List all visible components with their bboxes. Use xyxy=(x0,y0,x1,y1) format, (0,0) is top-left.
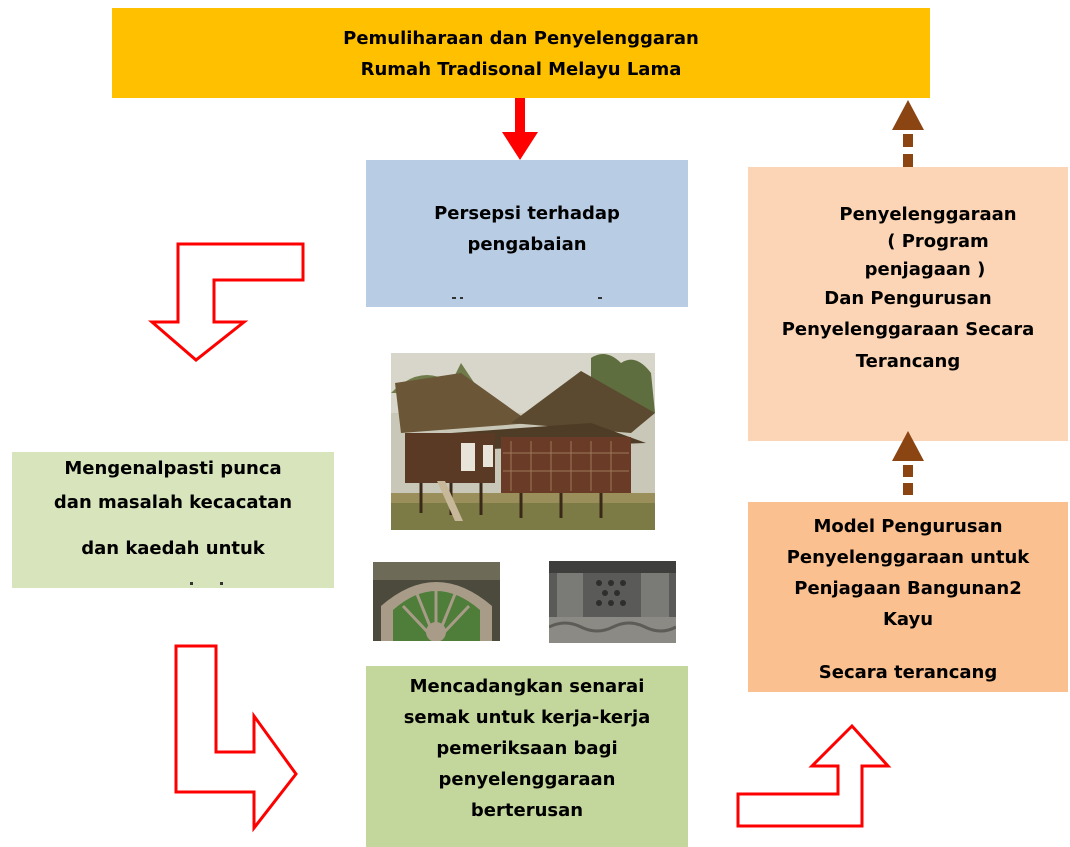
penyel-line-2: ( Program xyxy=(887,231,989,253)
model-line-3: Penjagaan Bangunan2 xyxy=(794,577,1022,599)
model-line-2: Penyelenggaraan untuk xyxy=(786,546,1030,568)
carving-photo-right xyxy=(549,561,676,643)
brown-dashed-up-arrow-bottom xyxy=(892,431,924,495)
model-box: Model Pengurusan Penyelenggaraan untuk P… xyxy=(748,502,1068,692)
mengenalpasti-line-1: Mengenalpasti punca xyxy=(64,458,282,479)
mencadangkan-box: Mencadangkan senarai semak untuk kerja-k… xyxy=(366,666,688,847)
red-down-arrow xyxy=(502,98,538,160)
model-line-5: Secara terancang xyxy=(818,661,998,683)
title-line-1: Pemuliharaan dan Penyelenggaran xyxy=(343,28,699,50)
red-bent-arrow-down xyxy=(147,242,305,362)
mencadangkan-line-4: penyelenggaraan xyxy=(438,768,616,790)
mengenalpasti-box: Mengenalpasti punca dan masalah kecacata… xyxy=(12,452,334,588)
mencadangkan-line-1: Mencadangkan senarai xyxy=(409,676,645,697)
model-line-4: Kayu xyxy=(882,608,934,630)
model-line-1: Model Pengurusan xyxy=(813,516,1003,537)
persepsi-box: Persepsi terhadap pengabaian xyxy=(366,160,688,307)
window-carving-illustration xyxy=(549,561,676,643)
red-bent-arrow-up xyxy=(736,723,892,828)
penyel-line-5: Penyelenggaraan Secara xyxy=(781,319,1035,341)
penyel-line-3: penjagaan ) xyxy=(864,258,986,280)
mengenalpasti-line-3: dan kaedah untuk xyxy=(81,538,265,559)
penyelenggaraan-box: Penyelenggaraan ( Program penjagaan ) Da… xyxy=(748,167,1068,441)
mencadangkan-line-3: pemeriksaan bagi xyxy=(436,737,618,759)
mengenalpasti-line-2: dan masalah kecacatan xyxy=(53,492,293,513)
penyel-line-4: Dan Pengurusan xyxy=(824,288,992,310)
traditional-house-illustration xyxy=(391,353,655,530)
title-line-2: Rumah Tradisonal Melayu Lama xyxy=(360,59,682,80)
arched-carving-illustration xyxy=(373,562,500,641)
penyel-line-6: Terancang xyxy=(855,350,961,372)
carving-photo-left xyxy=(373,562,500,641)
persepsi-line-1: Persepsi terhadap xyxy=(434,202,620,224)
penyel-line-1: Penyelenggaraan xyxy=(839,204,1017,225)
mencadangkan-line-5: berterusan xyxy=(470,799,584,821)
brown-dashed-up-arrow-top xyxy=(892,100,924,167)
red-bent-arrow-right xyxy=(174,644,298,833)
persepsi-line-2: pengabaian xyxy=(467,233,587,255)
title-banner: Pemuliharaan dan Penyelenggaran Rumah Tr… xyxy=(112,8,930,98)
house-photo xyxy=(391,353,655,530)
mencadangkan-line-2: semak untuk kerja-kerja xyxy=(403,706,651,728)
